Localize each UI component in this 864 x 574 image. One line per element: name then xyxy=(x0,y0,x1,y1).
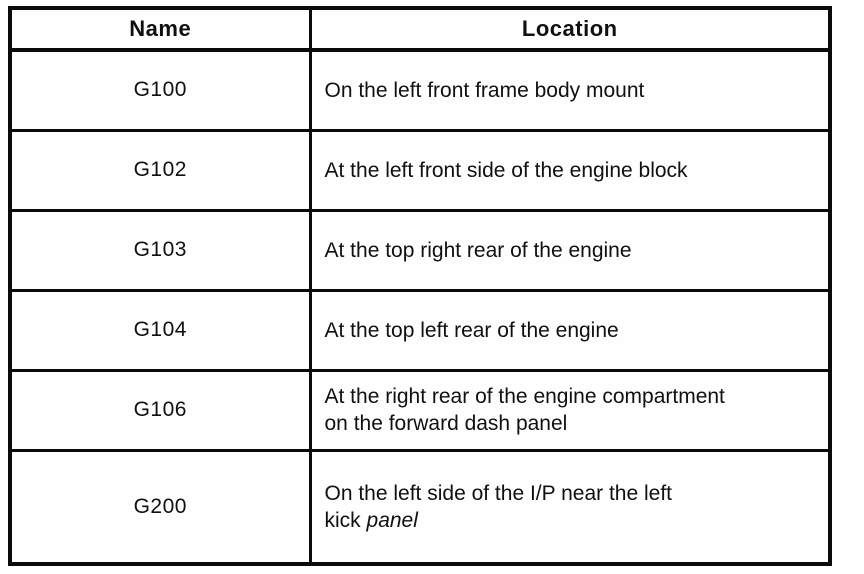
ground-name-cell: G100 xyxy=(8,48,312,132)
ground-location-cell: On the left side of the I/P near the lef… xyxy=(308,448,832,566)
location-text: At the left front side of the engine blo… xyxy=(324,158,688,182)
table-row-g104: G104 At the top left rear of the engine xyxy=(8,288,832,372)
location-text-line2-italic: panel xyxy=(366,508,418,532)
ground-name-cell: G102 xyxy=(8,128,312,212)
column-header-location: Location xyxy=(308,6,832,52)
location-text-line2: on the forward dash panel xyxy=(324,412,568,435)
ground-name-cell: G106 xyxy=(8,368,312,452)
ground-location-cell: At the top left rear of the engine xyxy=(308,288,832,372)
header-row: Name Location xyxy=(8,6,832,52)
table-row-g200: G200 On the left side of the I/P near th… xyxy=(8,448,832,566)
table-row-g102: G102 At the left front side of the engin… xyxy=(8,128,832,212)
column-header-name: Name xyxy=(8,6,312,52)
location-text: At the top right rear of the engine xyxy=(324,238,632,262)
ground-location-cell: On the left front frame body mount xyxy=(308,48,832,132)
location-text: On the left front frame body mount xyxy=(324,78,645,102)
ground-name-cell: G103 xyxy=(8,208,312,292)
ground-name-cell: G200 xyxy=(8,448,312,566)
table-row-g100: G100 On the left front frame body mount xyxy=(8,48,832,132)
location-text-line2: kick panel xyxy=(325,507,821,534)
location-text-line1: At the right rear of the engine compartm… xyxy=(324,385,725,408)
location-text-line2-normal: kick xyxy=(324,508,361,532)
table-row-g103: G103 At the top right rear of the engine xyxy=(8,208,832,292)
ground-location-cell: At the top right rear of the engine xyxy=(308,208,832,292)
table-row-g106: G106 At the right rear of the engine com… xyxy=(8,368,832,452)
ground-locations-table: Name Location G100 On the left front fra… xyxy=(8,6,832,566)
ground-name-cell: G104 xyxy=(8,288,312,372)
ground-location-cell: At the right rear of the engine compartm… xyxy=(308,368,832,452)
location-text-line1: On the left side of the I/P near the lef… xyxy=(324,481,673,505)
ground-location-cell: At the left front side of the engine blo… xyxy=(308,128,832,212)
location-text: At the top left rear of the engine xyxy=(324,318,619,342)
